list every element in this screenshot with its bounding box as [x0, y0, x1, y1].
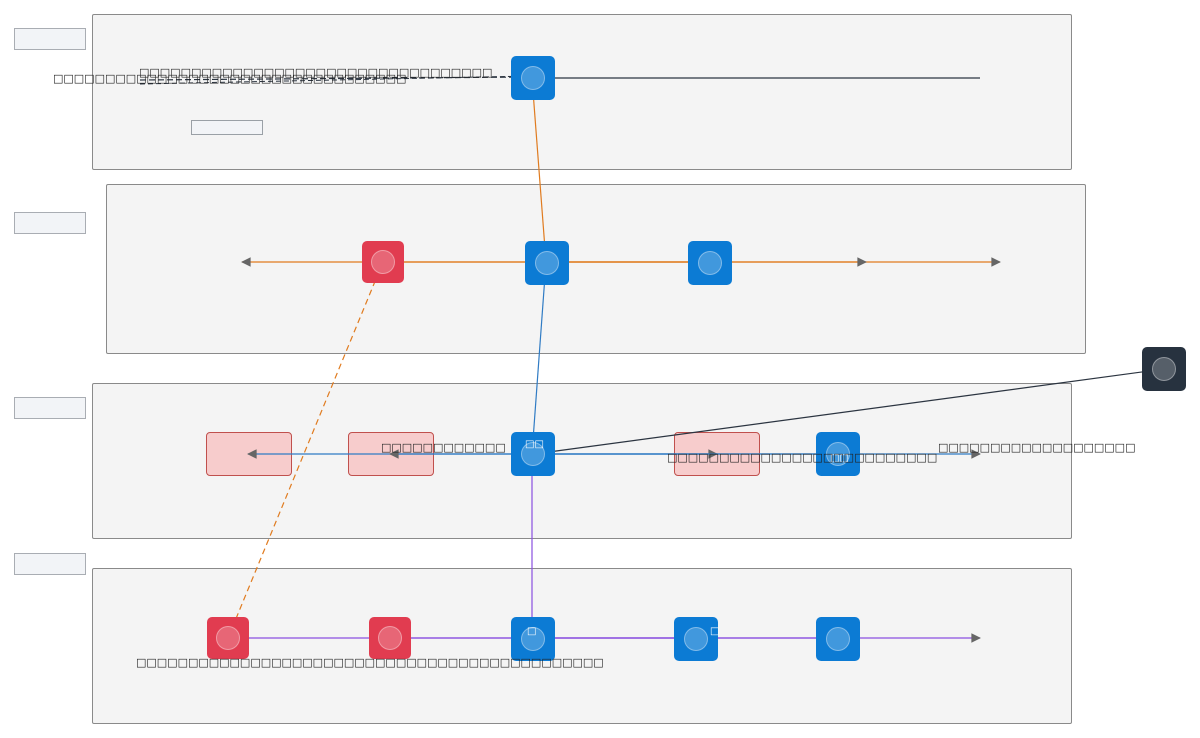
node-lane4-red-2[interactable]: [369, 617, 411, 659]
lane3-label-a: □□□□□□□□□□□□: [381, 441, 506, 454]
node-lane3-right-tag: □□: [830, 453, 849, 464]
node-lane3-center-tag: □□: [525, 439, 544, 450]
edge-orange-dashed: [226, 261, 384, 639]
service-icon: [826, 442, 850, 466]
lane-1-tab: [14, 28, 86, 50]
service-icon: [521, 442, 545, 466]
node-lane3-center[interactable]: □□: [511, 432, 555, 476]
node-lane2-red[interactable]: [362, 241, 404, 283]
lane3-label-c: □□□□□□□□□□□□□□□□□□□□□□□□□□: [667, 451, 938, 464]
alert-icon: [378, 626, 402, 650]
lane3-label-b: □□□□□□□□□□□□□□□□□□□: [938, 441, 1136, 454]
edge-lane1-dashed-1: [139, 76, 533, 81]
service-icon: [698, 251, 722, 275]
lane-1-container: [92, 14, 1072, 170]
node-lane2-blue-2[interactable]: [688, 241, 732, 285]
edge-external-dark: [533, 368, 1165, 458]
lane-2-tab: [14, 212, 86, 234]
node-lane4-blue-1-tag: □: [527, 626, 537, 637]
lane1-top-label: □□□□□□□□□□□□□□□□□□□□□□□□□□□□□□□□□□: [139, 66, 493, 79]
alert-icon: [371, 250, 395, 274]
service-icon: [521, 627, 545, 651]
node-lane4-red-1[interactable]: [207, 617, 249, 659]
service-icon: [521, 66, 545, 90]
node-lane4-blue-2-tag: □: [710, 626, 720, 637]
lane-3-tab: [14, 397, 86, 419]
node-lane2-blue-1[interactable]: [525, 241, 569, 285]
node-lane3-right[interactable]: □□: [816, 432, 860, 476]
service-icon: [684, 627, 708, 651]
edge-orange-vertical: [531, 77, 551, 263]
node-lane1-service[interactable]: [511, 56, 555, 100]
node-external-dark[interactable]: [1142, 347, 1186, 391]
service-icon: [535, 251, 559, 275]
node-lane4-blue-3[interactable]: [816, 617, 860, 661]
lane-4-tab: [14, 553, 86, 575]
lane-2-container: [106, 184, 1086, 354]
external-icon: [1152, 357, 1176, 381]
alert-icon: [216, 626, 240, 650]
node-lane4-blue-1[interactable]: □: [511, 617, 555, 661]
service-icon: [826, 627, 850, 651]
edge-blue-vertical: [531, 261, 547, 455]
lane1-left-label: □□□□□□□□□□□□□□□□□□□□□□□□□□□□□□□□□□: [53, 72, 407, 85]
lane-4-container: [92, 568, 1072, 724]
node-lane4-blue-2[interactable]: □: [674, 617, 720, 661]
lane4-bottom-label: □□□□□□□□□□□□□□□□□□□□□□□□□□□□□□□□□□□□□□□□…: [136, 656, 604, 669]
lane-1-small-box[interactable]: [191, 120, 263, 135]
edge-lane1-dashed-2: [139, 72, 531, 85]
